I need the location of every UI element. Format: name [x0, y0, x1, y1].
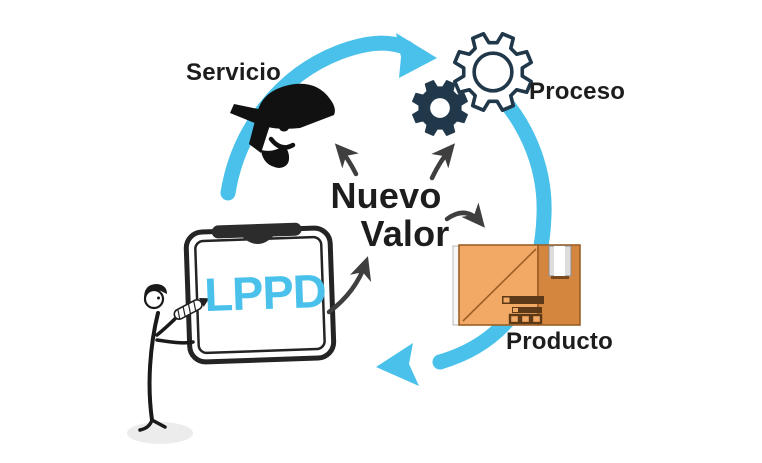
pointer-arrow-from-clipboard [326, 256, 372, 315]
package-box-icon [452, 244, 581, 326]
label-producto: Producto [506, 328, 613, 355]
cap-icon [144, 284, 167, 298]
label-proceso: Proceso [529, 78, 626, 105]
pointer-arrows [334, 143, 485, 228]
gear-solid-icon [412, 80, 468, 136]
gears-icon [412, 31, 534, 136]
label-lppd: LPPD [203, 263, 327, 322]
cycle-arrow-bottom [376, 80, 552, 386]
pen-icon [173, 298, 210, 320]
worker-head-icon [230, 83, 335, 168]
stick-figure [127, 284, 210, 444]
label-nuevo-valor: Nuevo Valor [318, 177, 454, 253]
pointer-arrow-to-producto [444, 202, 485, 228]
label-valor: Valor [360, 212, 450, 254]
gear-outline-icon [452, 31, 534, 113]
pointer-arrow-to-proceso [429, 143, 455, 181]
cycle-arrow-top [220, 33, 437, 201]
pointer-arrow-to-servicio [334, 143, 359, 177]
label-nuevo: Nuevo [330, 175, 442, 216]
clipboard-icon [183, 222, 337, 365]
label-servicio: Servicio [186, 59, 281, 86]
